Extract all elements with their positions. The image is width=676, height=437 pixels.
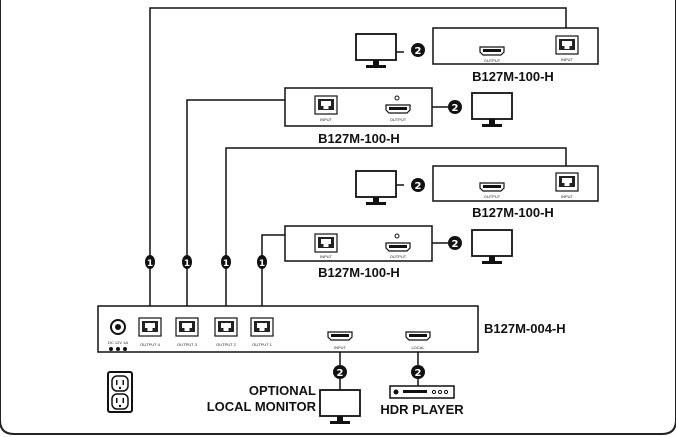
svg-text:2: 2 [452, 103, 459, 114]
output-2-label: OUTPUT 2 [216, 342, 236, 347]
transmitter: DC 12V 1A OUTPUT 4 OUTPUT 3 OUTPUT 2 OUT… [97, 305, 479, 353]
hdmi-output-port [479, 46, 505, 56]
local-monitor-icon [319, 389, 361, 425]
svg-text:1: 1 [259, 259, 265, 269]
local-label: LOCAL [411, 345, 425, 350]
power-label: DC 12V 1A [108, 340, 128, 345]
output-3-label: OUTPUT 3 [177, 342, 197, 347]
cable-badge-2: 2 [448, 236, 462, 250]
output-label: OUTPUT [484, 58, 501, 63]
monitor-icon [471, 229, 513, 265]
output-1-label: OUTPUT 1 [252, 342, 272, 347]
hdmi-input-port [327, 331, 353, 341]
output-2-port [214, 317, 238, 337]
optional-label: OPTIONAL [249, 383, 316, 398]
output-label: OUTPUT [390, 117, 407, 122]
input-port [314, 233, 338, 253]
receiver-model-label: B127M-100-H [472, 69, 554, 84]
monitor-icon [355, 33, 397, 69]
hdr-player-icon [389, 385, 455, 399]
monitor-icon [355, 170, 397, 206]
hdmi-output-port [385, 104, 411, 114]
svg-text:2: 2 [415, 368, 422, 379]
cable-badge-2: 2 [333, 365, 347, 379]
power-outlet-icon [107, 371, 133, 413]
output-4-port [138, 317, 162, 337]
input-port [555, 172, 579, 192]
receiver-model-label: B127M-100-H [318, 131, 400, 146]
output-4-label: OUTPUT 4 [140, 342, 160, 347]
input-label: INPUT [320, 117, 333, 122]
receiver-4: INPUT OUTPUT B127M-100-H [284, 225, 433, 280]
svg-text:2: 2 [337, 368, 344, 379]
svg-text:2: 2 [452, 239, 459, 250]
receiver-model-label: B127M-100-H [318, 265, 400, 280]
svg-text:1: 1 [147, 259, 153, 269]
hdmi-local-port [405, 331, 431, 341]
hdmi-output-port [479, 182, 505, 192]
input-port [555, 35, 579, 55]
status-led-icon [394, 233, 400, 239]
receiver-model-label: B127M-100-H [472, 205, 554, 220]
svg-text:1: 1 [184, 259, 190, 269]
hdr-player-label: HDR PLAYER [380, 402, 464, 417]
transmitter-model-label: B127M-004-H [484, 321, 566, 336]
status-led-icon [394, 95, 400, 101]
cat-cable-badges: 1 1 1 1 [145, 255, 267, 269]
cable-badge-2: 2 [448, 100, 462, 114]
hdmi-output-port [385, 242, 411, 252]
output-1-port [250, 317, 274, 337]
input-port [314, 95, 338, 115]
output-label: OUTPUT [390, 254, 407, 259]
cable-badge-2: 2 [411, 365, 425, 379]
cable-badge-2: 2 [411, 43, 425, 57]
svg-text:1: 1 [223, 259, 229, 269]
output-label: OUTPUT [484, 194, 501, 199]
receiver-3: INPUT OUTPUT B127M-100-H [432, 165, 599, 220]
svg-text:2: 2 [415, 181, 422, 192]
input-label: INPUT [561, 194, 574, 199]
input-label: INPUT [334, 345, 347, 350]
output-3-port [175, 317, 199, 337]
monitor-icon [471, 92, 513, 128]
receiver-2: INPUT OUTPUT B127M-100-H [284, 87, 433, 146]
receiver-1: INPUT OUTPUT B127M-100-H [432, 27, 599, 84]
input-label: INPUT [561, 57, 574, 62]
local-monitor-label: LOCAL MONITOR [207, 399, 317, 414]
cable-badge-2: 2 [411, 178, 425, 192]
svg-text:2: 2 [415, 46, 422, 57]
input-label: INPUT [320, 254, 333, 259]
